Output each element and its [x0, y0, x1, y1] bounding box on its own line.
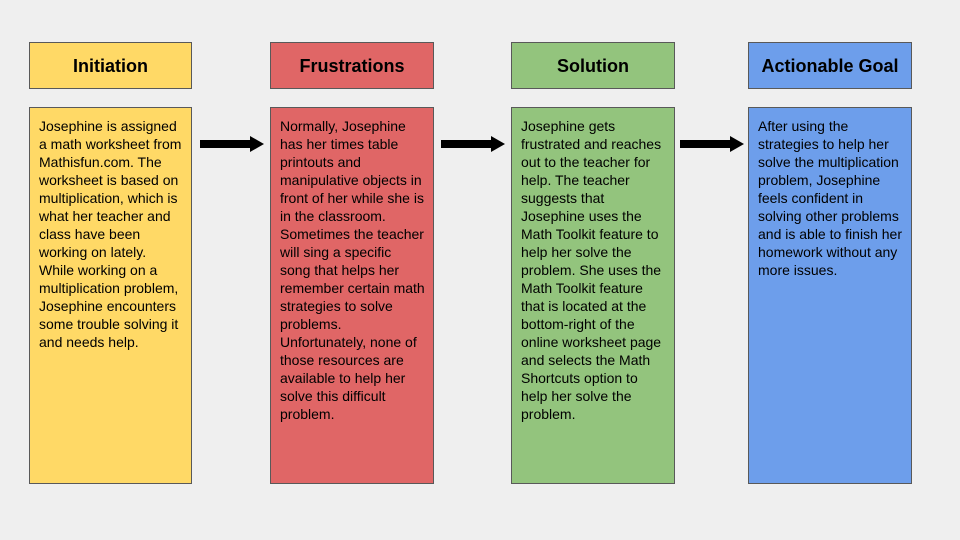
frustrations-card: Normally, Josephine has her times table …: [270, 107, 434, 484]
frustrations-header: Frustrations: [270, 42, 434, 89]
right-arrow-icon: [441, 136, 505, 152]
initiation-title: Initiation: [73, 55, 148, 76]
actionable-goal-card: After using the strategies to help her s…: [748, 107, 912, 484]
initiation-card: Josephine is assigned a math worksheet f…: [29, 107, 192, 484]
actionable-goal-text: After using the strategies to help her s…: [758, 118, 902, 278]
frustrations-text: Normally, Josephine has her times table …: [280, 118, 425, 422]
initiation-header: Initiation: [29, 42, 192, 89]
solution-title: Solution: [557, 55, 629, 76]
actionable-goal-header: Actionable Goal: [748, 42, 912, 89]
solution-header: Solution: [511, 42, 675, 89]
initiation-text: Josephine is assigned a math worksheet f…: [39, 118, 182, 350]
frustrations-title: Frustrations: [299, 55, 405, 76]
solution-text: Josephine gets frustrated and reaches ou…: [521, 118, 662, 422]
right-arrow-icon: [200, 136, 264, 152]
right-arrow-icon: [680, 136, 744, 152]
solution-card: Josephine gets frustrated and reaches ou…: [511, 107, 675, 484]
actionable-goal-title: Actionable Goal: [761, 55, 899, 76]
